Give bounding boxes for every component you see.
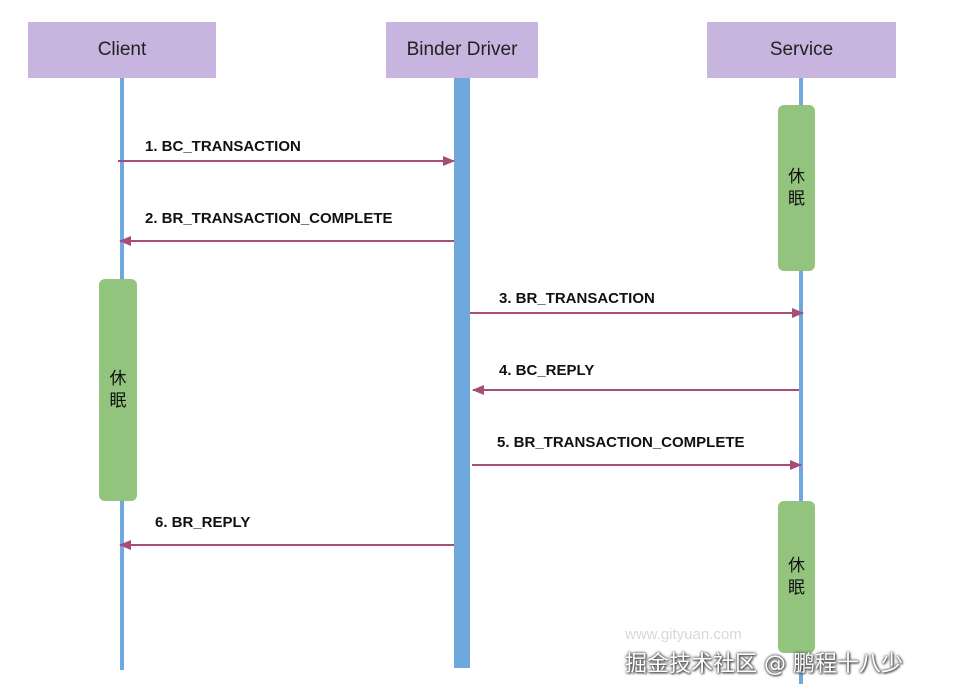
juejin-watermark: 掘金技术社区 @ 鹏程十八少 — [625, 652, 903, 677]
sleep-text-2: 眠 — [788, 189, 805, 209]
sleep-text-1: 休 — [788, 167, 805, 187]
service-sleep-box-1: 休 眠 — [778, 105, 815, 271]
faint-watermark: www.gityuan.com — [625, 626, 742, 643]
message-label-2: 2. BR_TRANSACTION_COMPLETE — [145, 210, 393, 227]
message-label-3: 3. BR_TRANSACTION — [499, 290, 655, 307]
service-sleep-box-2: 休 眠 — [778, 501, 815, 653]
sleep-text-1: 休 — [788, 556, 805, 576]
message-label-1: 1. BC_TRANSACTION — [145, 138, 301, 155]
lifeline-service — [799, 78, 803, 684]
lifeline-binder-driver — [454, 78, 470, 668]
client-sleep-box: 休 眠 — [99, 279, 137, 501]
participant-service: Service — [707, 22, 896, 78]
message-label-5: 5. BR_TRANSACTION_COMPLETE — [497, 434, 745, 451]
sleep-text-2: 眠 — [788, 578, 805, 598]
message-label-6: 6. BR_REPLY — [155, 514, 251, 531]
sleep-text-2: 眠 — [109, 391, 127, 411]
participant-binder-driver: Binder Driver — [386, 22, 538, 78]
participant-client: Client — [28, 22, 216, 78]
message-label-4: 4. BC_REPLY — [499, 362, 595, 379]
sleep-text-1: 休 — [109, 369, 127, 389]
